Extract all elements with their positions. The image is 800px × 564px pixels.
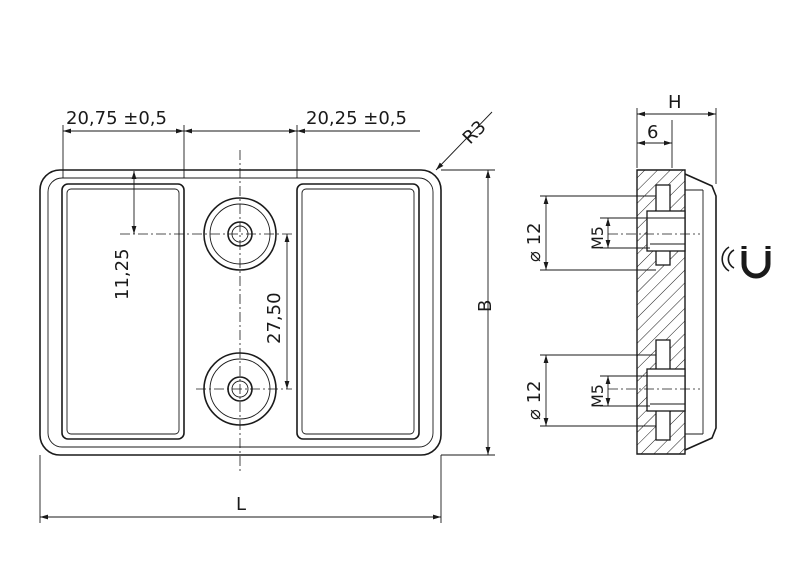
- lower-diameter-label: ⌀ 12: [524, 381, 545, 420]
- right-pocket-outer: [296, 183, 420, 440]
- plate-inner-outline: [47, 177, 434, 448]
- hole-spacing-label: 27,50: [264, 292, 285, 344]
- magnet-icon: [721, 246, 771, 279]
- thickness-label: 6: [647, 122, 658, 143]
- lower-thread-cut: [646, 368, 686, 412]
- right-pocket-inner: [301, 188, 415, 435]
- height-label: H: [668, 92, 682, 113]
- length-label: L: [236, 494, 246, 515]
- hole-from-top-dimension: 11,25: [112, 171, 137, 300]
- front-view: [39, 150, 442, 472]
- lower-thread-label: M5: [588, 384, 607, 408]
- upper-thread-label: M5: [588, 226, 607, 250]
- height-dimensions: H 6: [636, 92, 717, 184]
- corner-radius-label: R3: [459, 117, 491, 149]
- plate-outline: [39, 169, 442, 456]
- lower-hole-dimensions: ⌀ 12 M5: [524, 354, 656, 427]
- right-offset-label: 20,25 ±0,5: [306, 108, 407, 129]
- width-dimension: B: [441, 169, 496, 456]
- left-offset-label: 20,75 ±0,5: [66, 108, 167, 129]
- left-pocket-inner: [66, 188, 180, 435]
- top-dimensions: 20,75 ±0,5 20,25 ±0,5: [62, 108, 420, 178]
- upper-hole-dimensions: ⌀ 12 M5: [524, 195, 656, 271]
- side-section-view: [608, 169, 717, 455]
- hole-from-top-label: 11,25: [112, 248, 133, 300]
- width-label: B: [475, 300, 496, 312]
- cover-strip: [684, 173, 717, 451]
- hole-spacing-dimension: 27,50: [264, 234, 290, 389]
- length-dimension: L: [39, 455, 442, 523]
- upper-diameter-label: ⌀ 12: [524, 223, 545, 262]
- left-pocket-outer: [61, 183, 185, 440]
- corner-radius-callout: R3: [435, 111, 493, 171]
- upper-thread-cut: [646, 210, 686, 252]
